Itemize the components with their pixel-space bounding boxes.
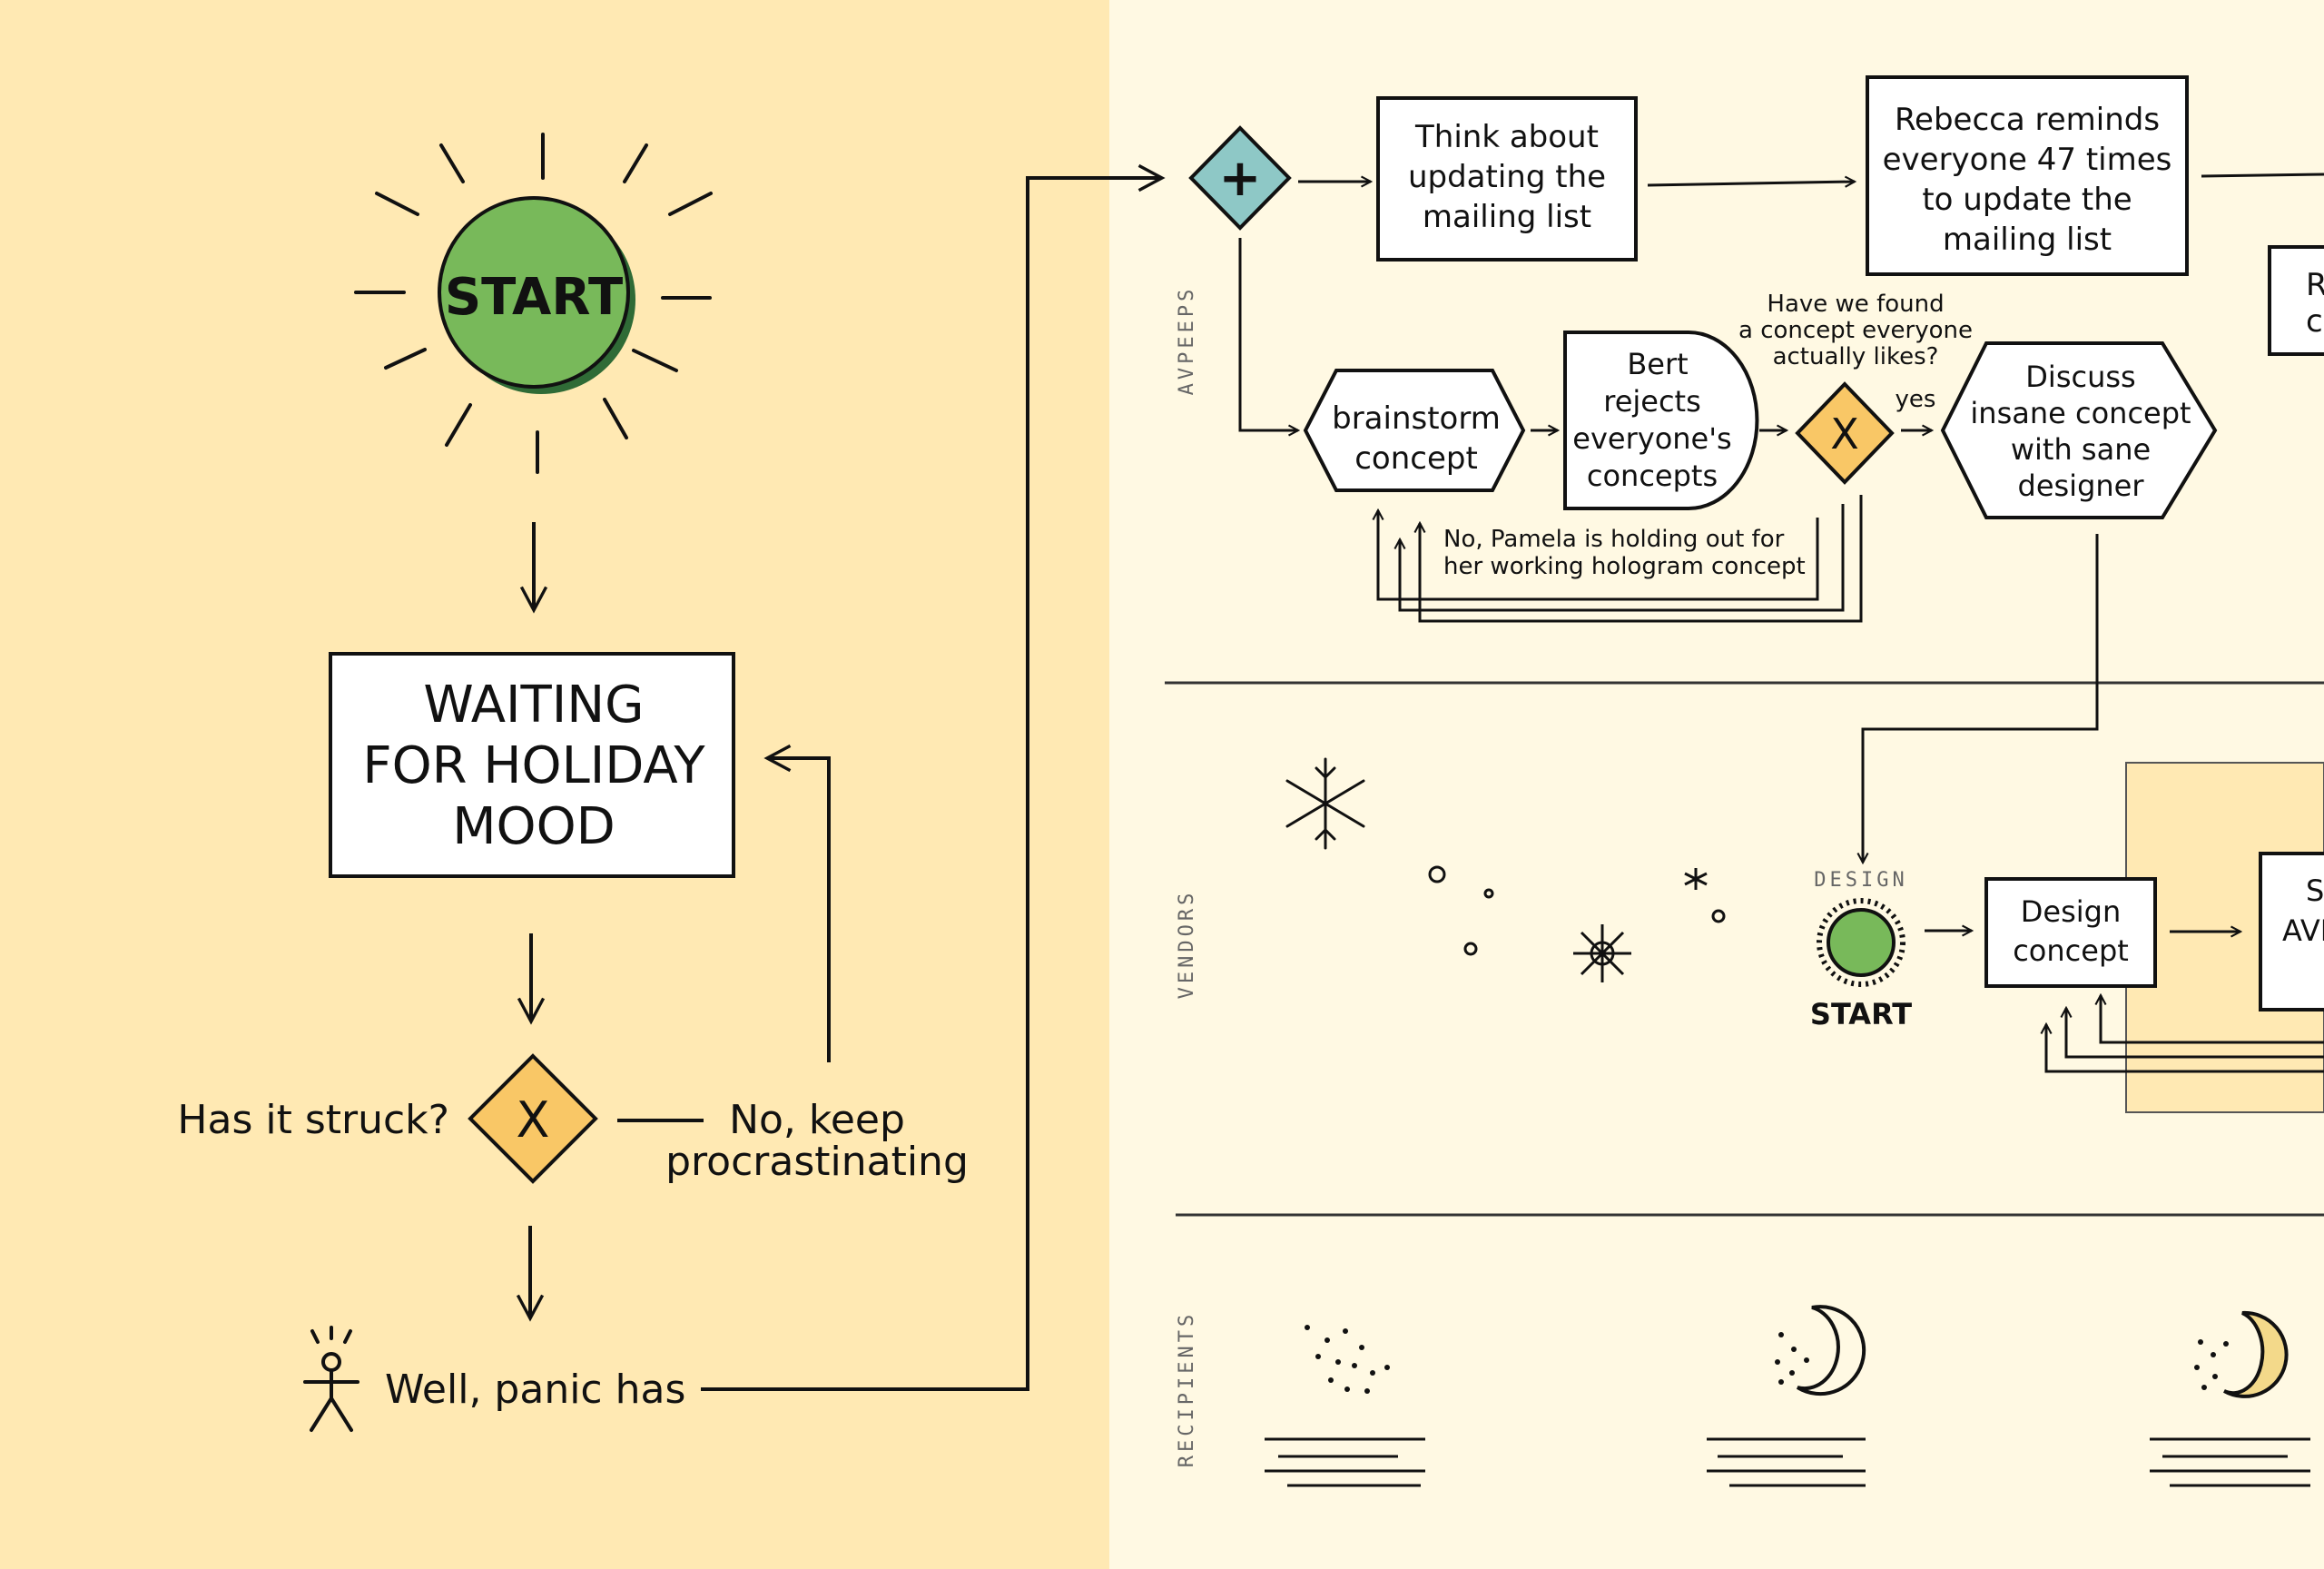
loop-back-lines xyxy=(1378,495,1863,623)
arrow-think-to-rebecca xyxy=(1647,182,1855,185)
parallel-gateway-plus: + xyxy=(1219,149,1262,208)
design-event-label: DESIGN xyxy=(1814,869,1907,892)
rebecca-line3: to update the xyxy=(1922,182,2132,218)
design-start-ring xyxy=(1817,898,1905,987)
start-label: START xyxy=(445,268,623,327)
concept-gateway-x: X xyxy=(1830,410,1859,459)
line-rebecca-offscreen xyxy=(2201,173,2324,178)
found-question-line2: a concept everyone xyxy=(1738,317,1973,344)
discuss-line1: Discuss xyxy=(2025,360,2135,394)
lane-label-vendors: VENDORS xyxy=(1176,890,1198,1000)
arrow-parallel-to-brainstorm xyxy=(1238,238,1298,430)
yes-label: yes xyxy=(1896,386,1936,413)
offscreen-vendor-box xyxy=(2259,852,2324,1011)
waiting-line2: FOR HOLIDAY xyxy=(362,736,705,795)
design-task-box xyxy=(1984,877,2157,988)
brainstorm-line2: concept xyxy=(1354,440,1478,477)
arrow-loop-back-to-waiting xyxy=(763,744,831,1062)
concept-gateway xyxy=(1795,381,1895,485)
question-label: Has it struck? xyxy=(177,1097,449,1143)
think-line2: updating the xyxy=(1408,159,1606,195)
bert-delay-shape xyxy=(1563,331,1759,510)
sea-lines-1 xyxy=(1265,1437,1425,1487)
small-star-icon xyxy=(1684,868,1708,890)
discuss-line2: insane concept xyxy=(1970,396,2191,430)
panic-label: Well, panic has xyxy=(385,1367,685,1413)
design-start-label: START xyxy=(1810,997,1912,1031)
lane-label-recipients: RECIPIENTS xyxy=(1176,1311,1198,1467)
discuss-hexagon xyxy=(1940,341,2218,519)
moon-dots xyxy=(1775,1332,1809,1385)
rebecca-task-box xyxy=(1866,75,2189,276)
offscreen-vendor-line2: AVP xyxy=(2282,913,2324,948)
design-line2: concept xyxy=(2013,933,2129,968)
sea-lines-2 xyxy=(1707,1437,1866,1487)
snowflake-icon xyxy=(1285,757,1365,850)
offscreen-vendor-line1: S xyxy=(2306,873,2324,908)
found-question-line3: actually likes? xyxy=(1773,343,1939,370)
stars-icon xyxy=(1305,1325,1390,1394)
snow-burst-icon xyxy=(1573,924,1631,982)
found-question-line1: Have we found xyxy=(1767,291,1944,318)
waiting-line3: MOOD xyxy=(452,797,615,856)
rebecca-line4: mailing list xyxy=(1943,222,2112,258)
bert-line1: Bert xyxy=(1627,347,1688,381)
brainstorm-line1: brainstorm xyxy=(1332,400,1501,437)
waiting-line1: WAITING xyxy=(423,676,644,735)
moon-dots-2 xyxy=(2194,1339,2229,1390)
vendor-loop-lines xyxy=(2046,995,2324,1073)
bert-line4: concepts xyxy=(1587,459,1718,493)
bert-line3: everyone's xyxy=(1572,421,1731,456)
parallel-gateway xyxy=(1188,125,1292,231)
snow-dots xyxy=(1428,865,1726,956)
pamela-line2: her working hologram concept xyxy=(1443,553,1806,580)
offscreen-task-line2: c xyxy=(2306,303,2323,340)
start-sun xyxy=(354,133,713,474)
crescent-moon-icon xyxy=(1796,1305,1866,1396)
sea-lines-3 xyxy=(2150,1437,2310,1487)
brainstorm-hexagon xyxy=(1303,369,1526,492)
design-line1: Design xyxy=(2021,894,2121,929)
think-task-box xyxy=(1376,96,1638,262)
discuss-line3: with sane xyxy=(2011,432,2151,467)
struck-gateway-x: X xyxy=(517,1091,550,1149)
struck-gateway xyxy=(468,1053,598,1184)
no-label-line2: procrastinating xyxy=(665,1139,969,1185)
think-line3: mailing list xyxy=(1423,199,1591,235)
pamela-line1: No, Pamela is holding out for xyxy=(1443,526,1785,553)
offscreen-task-box xyxy=(2268,245,2324,356)
discuss-line4: designer xyxy=(2018,469,2145,503)
think-line1: Think about xyxy=(1414,119,1599,155)
design-start-circle xyxy=(1827,908,1896,977)
arrow-discuss-to-design-start xyxy=(1863,534,2099,863)
no-label-line1: No, keep xyxy=(729,1097,905,1143)
person-icon xyxy=(303,1326,359,1432)
offscreen-task-line1: R xyxy=(2306,267,2324,303)
rebecca-line1: Rebecca reminds xyxy=(1895,102,2160,138)
lane-label-avpeeps: AVPEEPS xyxy=(1176,286,1198,396)
waiting-task-box xyxy=(329,652,735,878)
arrow-panic-to-parallel xyxy=(701,163,1166,1391)
golden-moon-icon xyxy=(2223,1310,2289,1398)
rebecca-line2: everyone 47 times xyxy=(1883,142,2172,178)
bert-line2: rejects xyxy=(1603,384,1701,419)
